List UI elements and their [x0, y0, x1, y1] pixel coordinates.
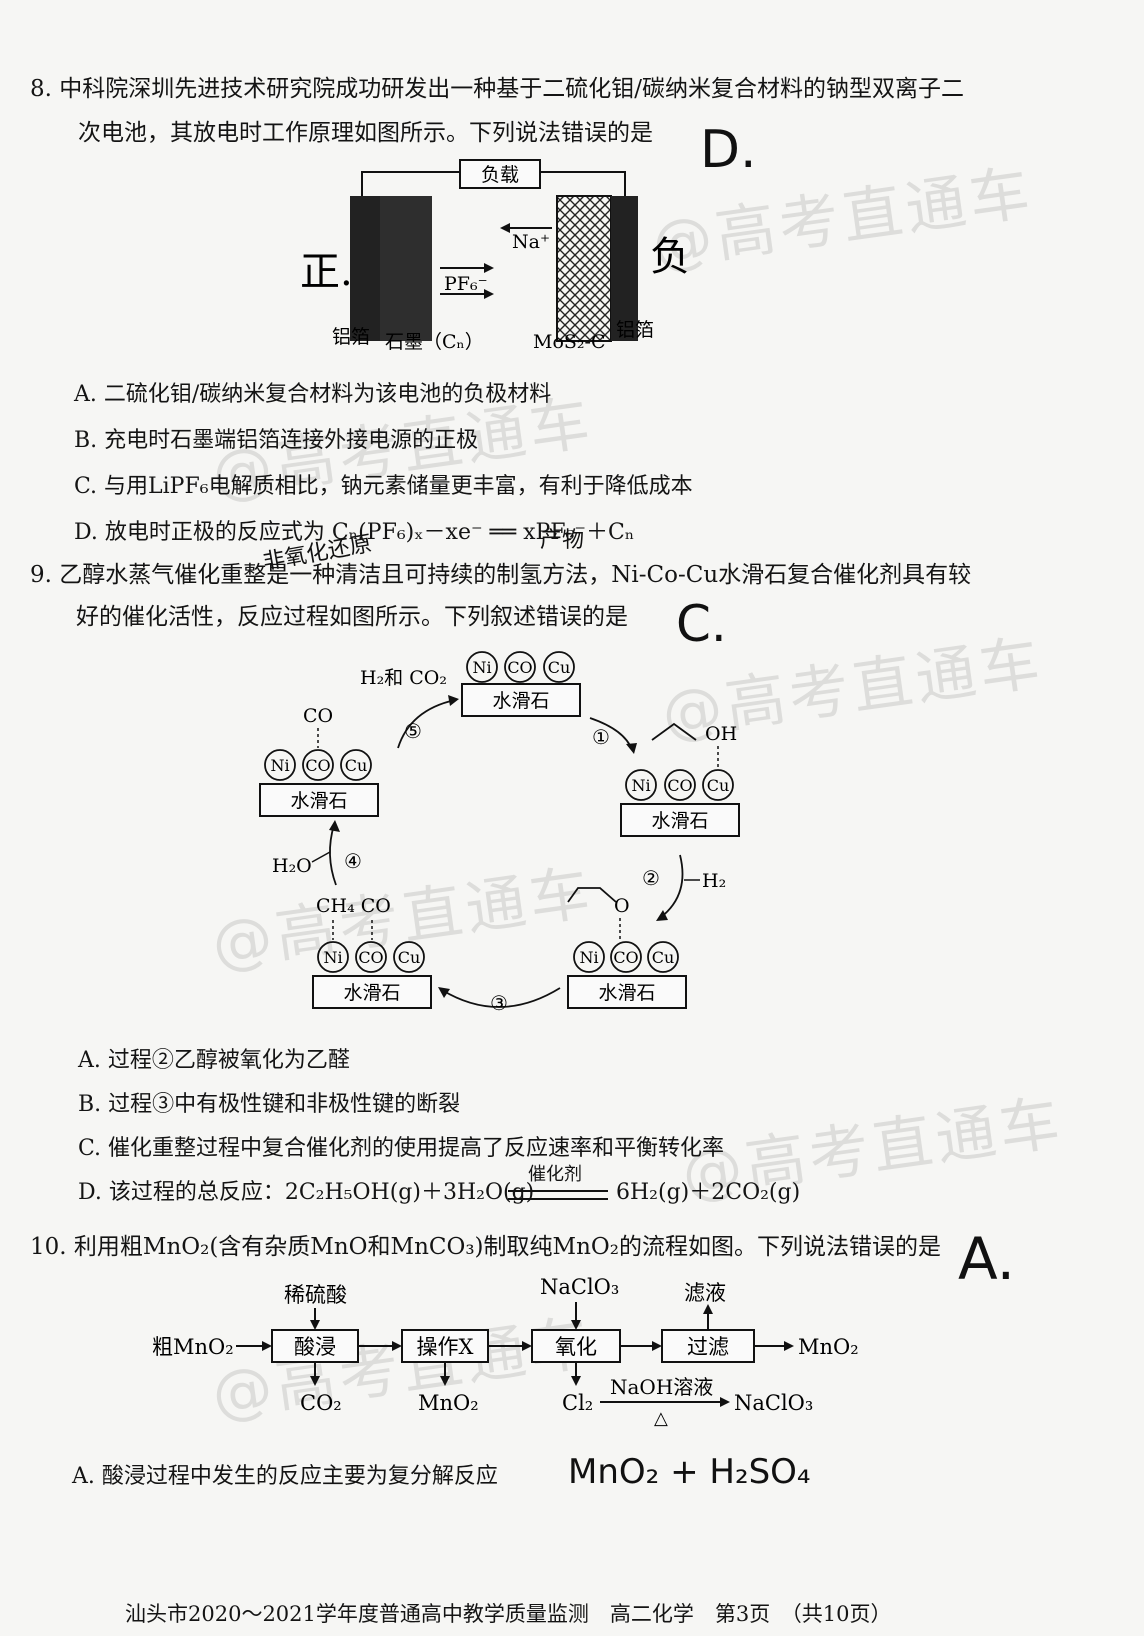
- q9-option-d: D. 该过程的总反应：2C₂H₅OH(g)＋3H₂O(g): [78, 1180, 535, 1205]
- q8-option-a: A. 二硫化钼/碳纳米复合材料为该电池的负极材料: [74, 382, 552, 407]
- acid-leach-box: [271, 1329, 359, 1363]
- svg-text:Ni: Ni: [472, 658, 491, 677]
- q8-option-b: B. 充电时石墨端铝箔连接外接电源的正极: [74, 428, 479, 453]
- svg-text:粗MnO₂: 粗MnO₂: [152, 1335, 234, 1359]
- q9-option-d-products: 6H₂(g)＋2CO₂(g): [616, 1180, 801, 1205]
- q10-flow-diagram: 酸浸 操作X 氧化 过滤 粗MnO₂ MnO₂ 稀硫酸 NaClO₃ 滤液 CO…: [152, 1275, 859, 1429]
- svg-text:O: O: [614, 895, 630, 917]
- q9-stem-line1: 9. 乙醇水蒸气催化重整是一种清洁且可持续的制氢方法，Ni-Co-Cu水滑石复合…: [30, 562, 972, 588]
- svg-text:CO: CO: [613, 948, 638, 967]
- svg-text:△: △: [654, 1408, 668, 1429]
- graphite-label: 石墨（Cₙ）: [385, 331, 484, 353]
- q9-stem-line2: 好的催化活性，反应过程如图所示。下列叙述错误的是: [76, 604, 628, 630]
- svg-text:MnO₂: MnO₂: [418, 1391, 479, 1415]
- svg-text:Cl₂: Cl₂: [562, 1391, 593, 1415]
- svg-text:H₂: H₂: [702, 870, 726, 892]
- left-foil: [350, 196, 380, 341]
- catalyst-left: Ni CO Cu 水滑石 CO: [259, 705, 379, 817]
- svg-text:Ni: Ni: [631, 776, 650, 795]
- svg-text:水滑石: 水滑石: [290, 790, 347, 812]
- q8-handwritten-answer: D.: [700, 120, 757, 180]
- q10-option-a: A. 酸浸过程中发生的反应主要为复分解反应: [72, 1464, 498, 1489]
- catalyst-bottom-left: Ni CO Cu 水滑石 CH₄ CO: [312, 895, 432, 1009]
- catalyst-bottom-right: Ni CO Cu 水滑石 O: [567, 887, 687, 1009]
- svg-text:NaClO₃: NaClO₃: [734, 1391, 813, 1415]
- catalyst-top: Ni CO Cu 水滑石: [461, 651, 581, 717]
- svg-text:NaClO₃: NaClO₃: [540, 1275, 619, 1299]
- arrow-step4: [329, 824, 337, 886]
- q8-stem-line1: 8. 中科院深圳先进技术研究院成功研发出一种基于二硫化钼/碳纳米复合材料的钠型双…: [30, 76, 965, 102]
- q8-option-c: C. 与用LiPF₆电解质相比，钠元素储量更丰富，有利于降低成本: [74, 474, 693, 499]
- svg-text:CO: CO: [303, 705, 333, 727]
- graphite-electrode: [380, 196, 432, 341]
- svg-text:CO₂: CO₂: [300, 1391, 342, 1415]
- q10-handwritten-note: MnO₂ + H₂SO₄: [568, 1452, 811, 1492]
- svg-text:水滑石: 水滑石: [492, 690, 549, 712]
- arrow-step2: [659, 854, 684, 919]
- svg-text:酸浸: 酸浸: [294, 1335, 336, 1359]
- svg-text:Cu: Cu: [707, 776, 730, 795]
- svg-text:Cu: Cu: [548, 658, 571, 677]
- svg-text:操作X: 操作X: [417, 1335, 474, 1359]
- svg-text:Cu: Cu: [345, 756, 368, 775]
- svg-text:稀硫酸: 稀硫酸: [284, 1283, 347, 1307]
- load-box: [459, 159, 541, 189]
- svg-text:Ni: Ni: [270, 756, 289, 775]
- q8-option-d: D. 放电时正极的反应式为 Cₙ(PF₆)ₓ－xe⁻ ══ xPF₆⁻＋Cₙ: [74, 520, 635, 545]
- hw-negative: 负: [650, 234, 690, 280]
- page-footer: 汕头市2020～2021学年度普通高中教学质量监测 高二化学 第3页 （共10页…: [125, 1602, 892, 1626]
- svg-text:CO: CO: [358, 948, 383, 967]
- svg-text:Ni: Ni: [323, 948, 342, 967]
- svg-text:CH₄ CO: CH₄ CO: [316, 895, 391, 917]
- arrow-step5: [397, 699, 456, 749]
- svg-text:水滑石: 水滑石: [343, 982, 400, 1004]
- svg-text:H₂和 CO₂: H₂和 CO₂: [360, 667, 447, 689]
- q9-handwritten-answer: C.: [676, 595, 727, 653]
- q9-cycle-diagram: Ni CO Cu 水滑石 Ni CO Cu 水滑石 CO Ni CO Cu 水滑…: [259, 651, 740, 1015]
- svg-text:滤液: 滤液: [684, 1281, 726, 1305]
- svg-text:水滑石: 水滑石: [651, 810, 708, 832]
- q9-option-c: C. 催化重整过程中复合催化剂的使用提高了反应速率和平衡转化率: [78, 1136, 725, 1161]
- q10-stem: 10. 利用粗MnO₂(含有杂质MnO和MnCO₃)制取纯MnO₂的流程如图。下…: [30, 1234, 941, 1260]
- right-foil: [611, 196, 638, 341]
- svg-text:NaOH溶液: NaOH溶液: [610, 1375, 713, 1399]
- wire: [540, 171, 626, 196]
- q9-catalyst-label: 催化剂: [528, 1164, 582, 1185]
- svg-text:CO: CO: [507, 658, 532, 677]
- q9-option-a: A. 过程②乙醇被氧化为乙醛: [78, 1048, 350, 1073]
- load-label: 负载: [481, 164, 519, 186]
- svg-text:水滑石: 水滑石: [598, 982, 655, 1004]
- svg-text:Ni: Ni: [579, 948, 598, 967]
- svg-text:过滤: 过滤: [687, 1335, 729, 1359]
- arrow-step3: [441, 987, 561, 1008]
- svg-text:③: ③: [490, 991, 508, 1015]
- svg-text:Cu: Cu: [398, 948, 421, 967]
- catalyst-right: Ni CO Cu 水滑石 OH: [620, 722, 740, 837]
- svg-text:Cu: Cu: [652, 948, 675, 967]
- svg-text:②: ②: [642, 866, 660, 890]
- q10-handwritten-answer: A.: [958, 1225, 1016, 1293]
- mos2-electrode: [556, 195, 612, 342]
- svg-text:氧化: 氧化: [555, 1335, 597, 1359]
- pf6-ion-label: PF₆⁻: [444, 273, 488, 295]
- svg-text:①: ①: [592, 725, 610, 749]
- svg-text:H₂O: H₂O: [272, 855, 312, 877]
- q9-equals-sign: [508, 1190, 608, 1200]
- q9-option-b: B. 过程③中有极性键和非极性键的断裂: [78, 1092, 461, 1117]
- svg-text:OH: OH: [705, 723, 737, 745]
- mos2-label: MoS₂-C: [533, 331, 605, 353]
- svg-text:CO: CO: [305, 756, 330, 775]
- left-foil-label: 铝箔: [332, 326, 370, 348]
- svg-text:④: ④: [344, 849, 362, 873]
- hw-positive: 正.: [300, 249, 353, 295]
- svg-text:MnO₂: MnO₂: [798, 1335, 859, 1359]
- q9-handwritten-note2: 产物: [540, 528, 585, 553]
- na-ion-label: Na⁺: [512, 231, 550, 253]
- svg-text:⑤: ⑤: [404, 719, 422, 743]
- q8-stem-line2: 次电池，其放电时工作原理如图所示。下列说法错误的是: [78, 120, 653, 146]
- q8-battery-diagram: 负载 Na⁺ PF₆⁻ 铝箔 石墨（Cₙ） MoS₂-C 铝箔 正. 负: [300, 159, 690, 353]
- svg-text:CO: CO: [667, 776, 692, 795]
- right-foil-label: 铝箔: [616, 319, 654, 341]
